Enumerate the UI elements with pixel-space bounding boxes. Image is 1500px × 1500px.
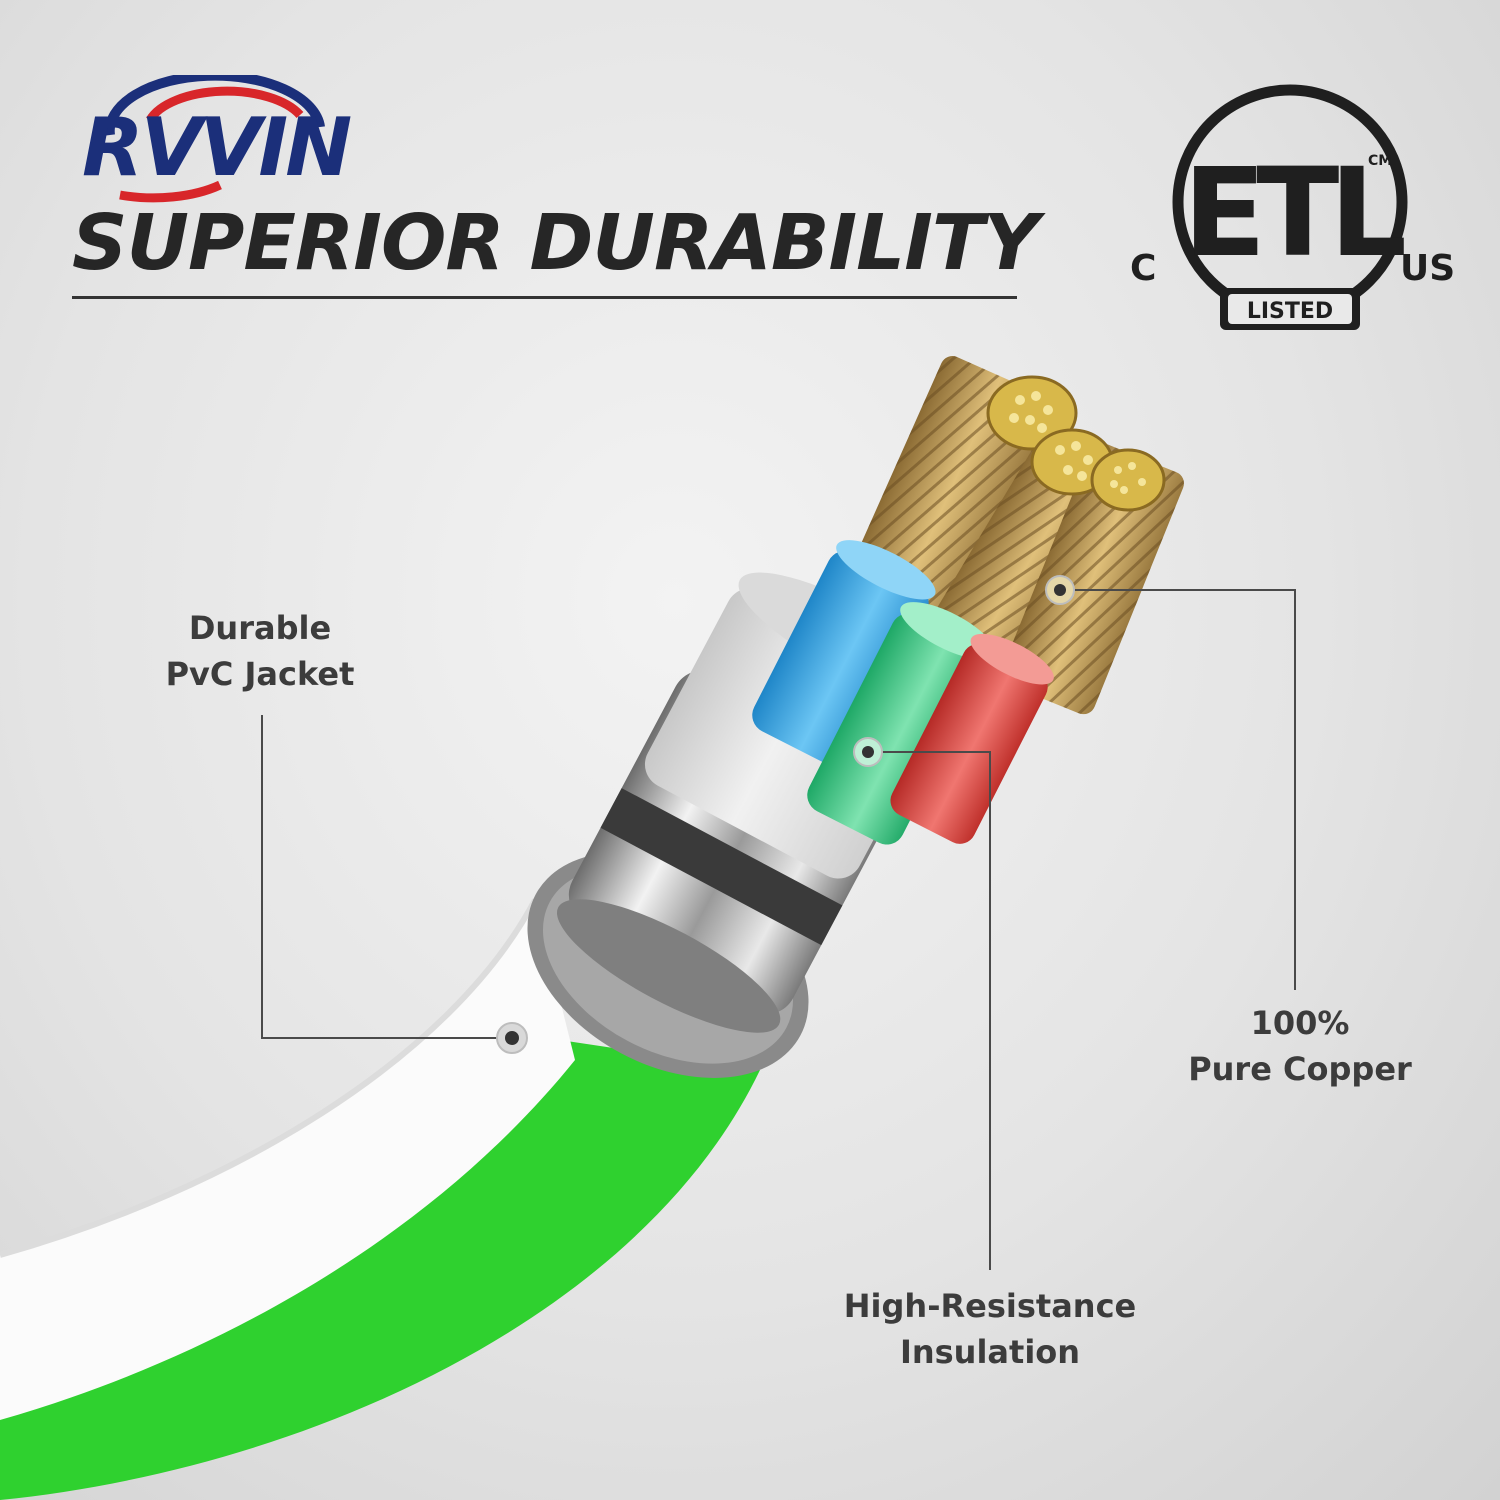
conductor-blue — [752, 540, 936, 767]
etl-letters: ETL — [1183, 142, 1405, 284]
callout-leaders — [261, 589, 1296, 1270]
headline-underline — [72, 296, 1017, 299]
jacket-outer — [0, 1040, 760, 1500]
callout-insulation-line1: High-Resistance — [843, 1287, 1137, 1325]
callout-insulation: High-Resistance Insulation — [800, 1283, 1180, 1375]
brand-name: RVVIN — [82, 101, 351, 194]
callout-copper-line2: Pure Copper — [1188, 1050, 1412, 1089]
listed-text: LISTED — [1247, 299, 1333, 324]
c-letter: C — [1130, 248, 1156, 289]
callout-insulation-line2: Insulation — [899, 1333, 1081, 1372]
callout-jacket-line2: PvC Jacket — [165, 655, 355, 694]
callout-jacket-line1: Durable — [188, 609, 332, 647]
rvvin-logo: RVVIN — [82, 75, 354, 203]
callout-jacket: Durable PvC Jacket — [100, 605, 420, 697]
etl-listed-mark: ETL CM C US LISTED — [1130, 84, 1455, 330]
callout-copper-line1: 100% — [1250, 1004, 1350, 1042]
callout-markers — [496, 575, 1075, 1054]
us-letters: US — [1400, 248, 1455, 289]
callout-copper: 100% Pure Copper — [1130, 1000, 1470, 1092]
headline: SUPERIOR DURABILITY — [72, 199, 1039, 288]
conductor-green — [807, 602, 995, 845]
cm-superscript: CM — [1368, 153, 1392, 169]
conductor-red — [890, 633, 1054, 844]
